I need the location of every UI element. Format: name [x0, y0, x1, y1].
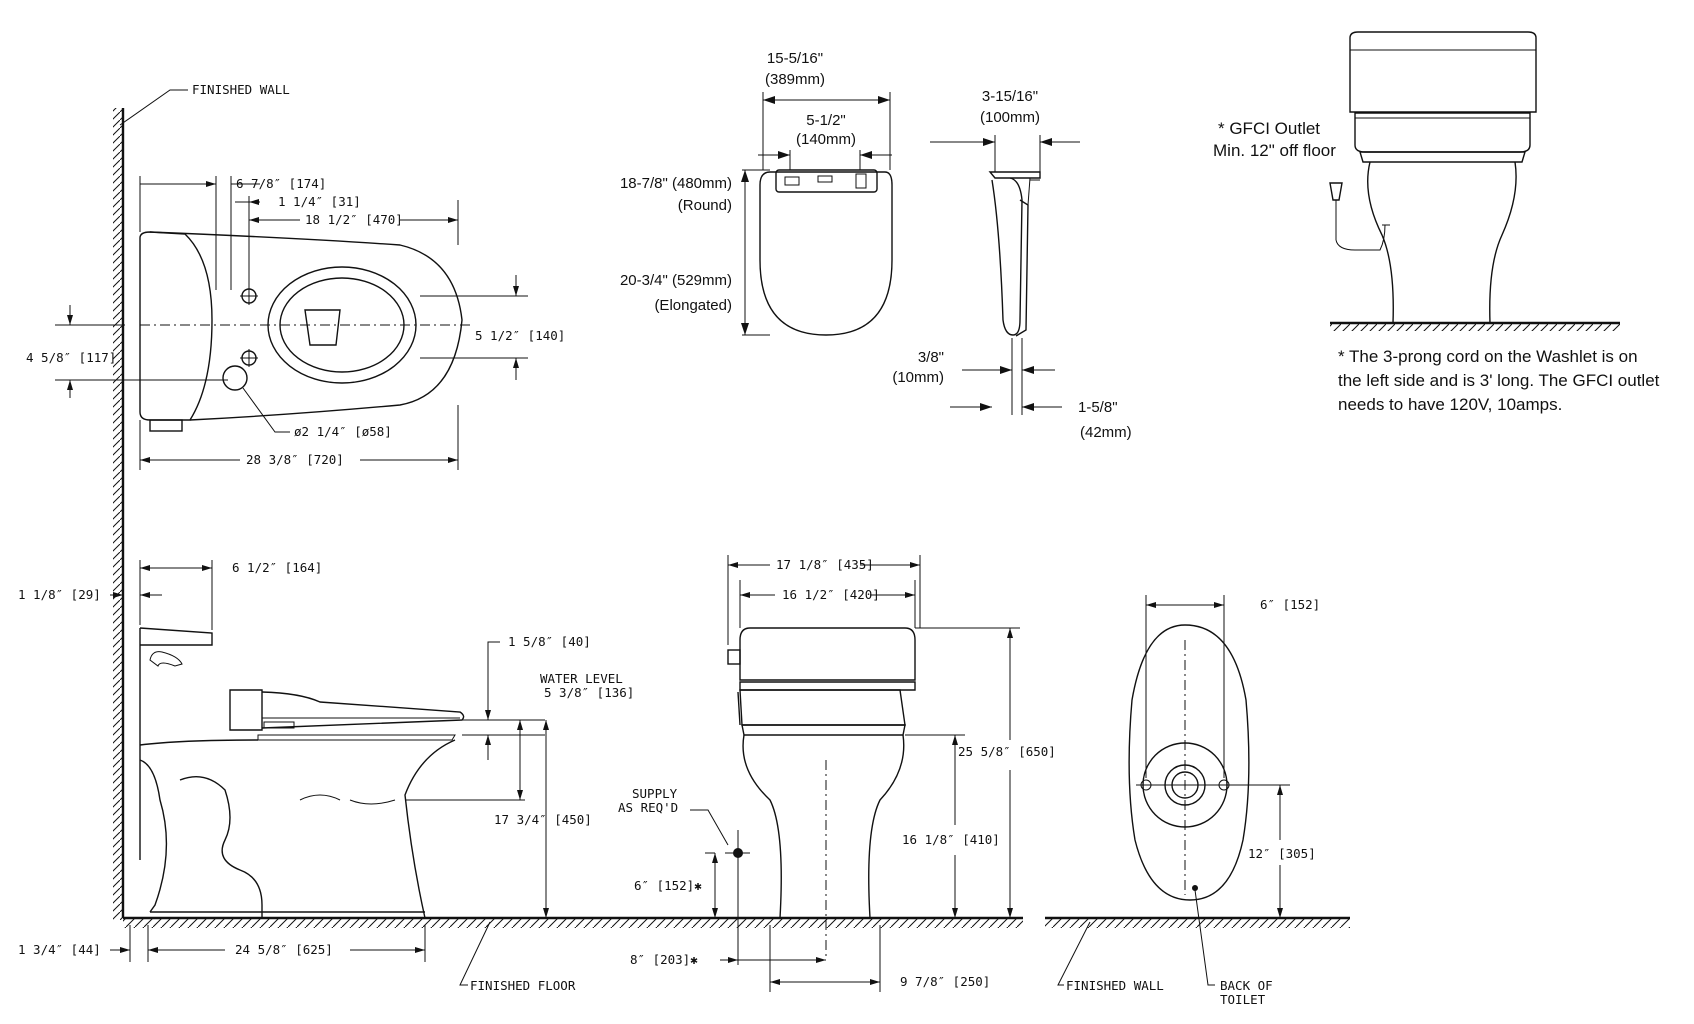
- dim-6-152: 6″ [152]✱: [634, 878, 702, 893]
- label-back-of-2: TOILET: [1220, 992, 1266, 1007]
- gfci-outlet-1: * GFCI Outlet: [1218, 119, 1320, 138]
- front-elevation: 17 1/8″ [435] 16 1/2″ [420] 25 5/8″ [650…: [618, 555, 1056, 992]
- label-water-level-1: WATER LEVEL: [540, 671, 623, 686]
- dim-4-5-8: 4 5/8″ [117]: [26, 350, 116, 365]
- dim-1-5-8: 1 5/8″ [40]: [508, 634, 591, 649]
- label-supply-2: AS REQ'D: [618, 800, 678, 815]
- seat-top-view: 15-5/16" (389mm) 5-1/2" (140mm) 18-7/8" …: [620, 50, 893, 336]
- dim-18-1-2: 18 1/2″ [470]: [305, 212, 403, 227]
- dim-12-305: 12″ [305]: [1248, 846, 1316, 861]
- finished-floor-gfci: [1330, 321, 1620, 331]
- dim-9-7-8: 9 7/8″ [250]: [900, 974, 990, 989]
- dim-17-1-8: 17 1/8″ [435]: [776, 557, 874, 572]
- gfci-view: * GFCI Outlet Min. 12" off floor * The 3…: [1213, 31, 1660, 414]
- dim-1-1-4: 1 1/4″ [31]: [278, 194, 361, 209]
- dim-1-1-8: 1 1/8″ [29]: [18, 587, 101, 602]
- seat-width-total-in: 15-5/16": [767, 50, 823, 67]
- label-water-level-2: 5 3/8″ [136]: [544, 685, 634, 700]
- gfci-note-1: * The 3-prong cord on the Washlet is on: [1338, 347, 1638, 366]
- seat-side-top-mm: (100mm): [980, 109, 1040, 126]
- gfci-note-3: needs to have 120V, 10amps.: [1338, 395, 1562, 414]
- dim-diameter: ø2 1/4″ [ø58]: [294, 424, 392, 439]
- dim-25-5-8: 25 5/8″ [650]: [958, 744, 1056, 759]
- finished-wall-left: [113, 108, 125, 920]
- label-finished-floor: FINISHED FLOOR: [470, 978, 576, 993]
- dim-5-1-2: 5 1/2″ [140]: [475, 328, 565, 343]
- seat-side-view: 3-15/16" (100mm) 3/8" (10mm) 1-5/8" (42m…: [892, 88, 1131, 441]
- dim-6-1-2: 6 1/2″ [164]: [232, 560, 322, 575]
- dim-24-5-8: 24 5/8″ [625]: [235, 942, 333, 957]
- seat-width-inner-in: 5-1/2": [806, 112, 846, 129]
- seat-len-elong-1: 20-3/4" (529mm): [620, 272, 732, 289]
- side-elevation: 6 1/2″ [164] 1 1/8″ [29] 1 5/8″ [40] WAT…: [18, 560, 634, 993]
- top-view: FINISHED WALL 6 7/8″ [174] 1 1/4″ [31]: [26, 82, 565, 470]
- seat-len-round-2: (Round): [678, 197, 732, 214]
- finished-floor-back: [1045, 916, 1350, 928]
- seat-width-inner-mm: (140mm): [796, 131, 856, 148]
- finished-floor-main: [123, 916, 1023, 928]
- dim-6-7-8: 6 7/8″ [174]: [236, 176, 326, 191]
- label-back-of-1: BACK OF: [1220, 978, 1273, 993]
- seat-side-bottom-mm: (42mm): [1080, 424, 1132, 441]
- back-footprint-view: 6″ [152] 12″ [305] FINISHED WALL BACK OF…: [1057, 595, 1320, 1007]
- dim-17-3-4: 17 3/4″ [450]: [494, 812, 592, 827]
- seat-side-bottom-in: 1-5/8": [1078, 399, 1118, 416]
- gfci-outlet-2: Min. 12" off floor: [1213, 141, 1336, 160]
- gfci-note-2: the left side and is 3' long. The GFCI o…: [1338, 371, 1660, 390]
- label-finished-wall-top: FINISHED WALL: [192, 82, 290, 97]
- dim-16-1-2: 16 1/2″ [420]: [782, 587, 880, 602]
- seat-width-total-mm: (389mm): [765, 71, 825, 88]
- label-finished-wall-bottom: FINISHED WALL: [1066, 978, 1164, 993]
- dim-8-203: 8″ [203]✱: [630, 952, 698, 967]
- seat-side-gap-in: 3/8": [918, 349, 944, 366]
- dim-16-1-8: 16 1/8″ [410]: [902, 832, 1000, 847]
- dim-1-3-4: 1 3/4″ [44]: [18, 942, 101, 957]
- label-supply-1: SUPPLY: [632, 786, 678, 801]
- seat-len-round-1: 18-7/8" (480mm): [620, 175, 732, 192]
- seat-len-elong-2: (Elongated): [654, 297, 732, 314]
- seat-side-top-in: 3-15/16": [982, 88, 1038, 105]
- dim-6-152-back: 6″ [152]: [1260, 597, 1320, 612]
- seat-side-gap-mm: (10mm): [892, 369, 944, 386]
- dim-28-3-8: 28 3/8″ [720]: [246, 452, 344, 467]
